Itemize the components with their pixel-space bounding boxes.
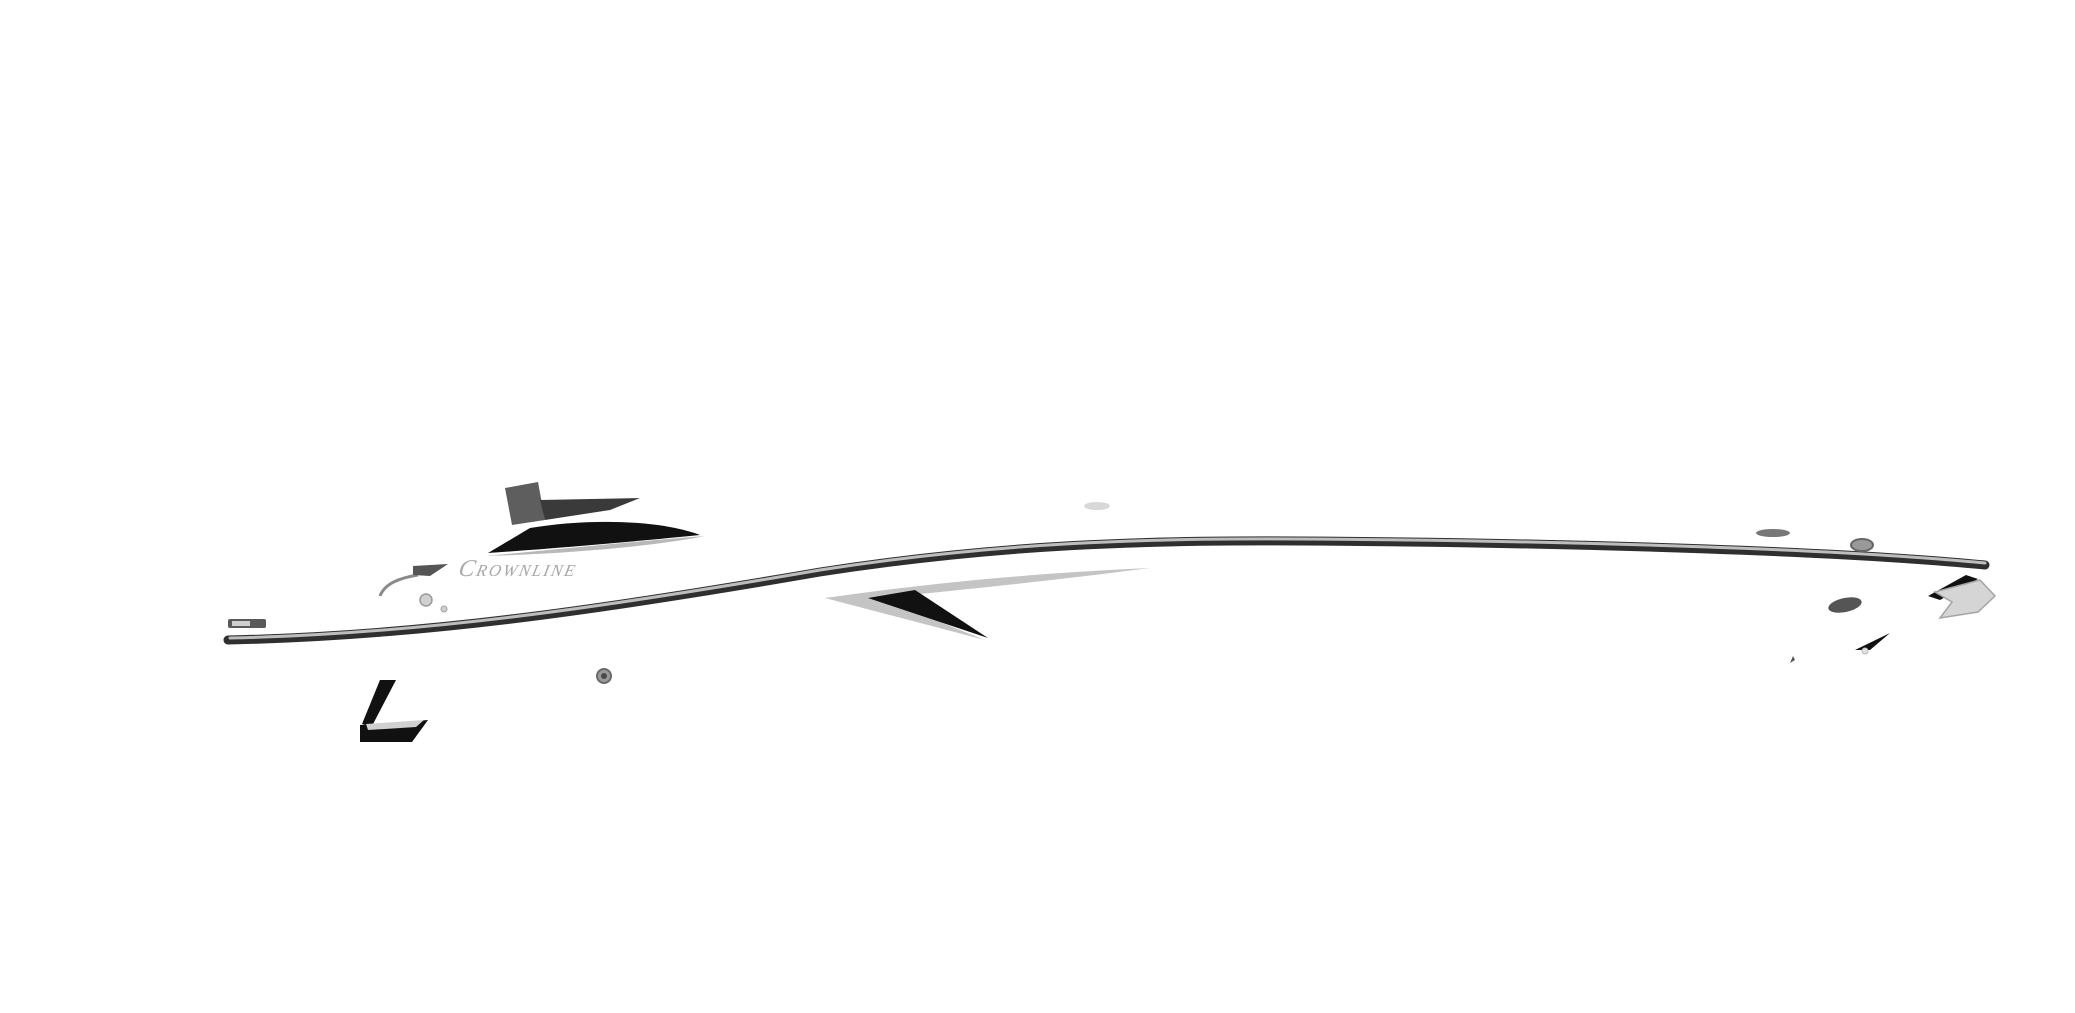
bow-lifting-bracket — [360, 680, 428, 742]
stern-cleat-right — [1850, 538, 1874, 552]
bow-cleat — [228, 619, 266, 628]
stern-drain-plug — [1861, 647, 1869, 655]
windshield-graphic — [486, 482, 705, 556]
hull-swoosh-graphic — [825, 568, 1150, 640]
stern-small-mark — [1790, 656, 1795, 663]
windshield-black-stripe — [488, 521, 700, 553]
bow-rail-curve — [378, 573, 419, 597]
brand-logo: Crownline — [456, 555, 580, 582]
windshield-frame — [505, 482, 545, 525]
stern-cleat-left — [1756, 529, 1790, 537]
rub-rail-shadow — [223, 536, 1990, 645]
bow-fittings — [378, 564, 448, 613]
bracket-upright — [362, 680, 396, 726]
stern-vent — [1828, 597, 1862, 613]
rub-rail — [223, 536, 1990, 645]
deck-cup-holder — [1084, 502, 1110, 510]
bow-light-drop — [419, 593, 433, 607]
bow-small-fitting — [440, 605, 448, 613]
rub-rail-highlight — [228, 537, 1987, 640]
nav-light — [413, 564, 448, 576]
windshield-grey-stripe — [486, 536, 705, 556]
stern-graphics — [1790, 575, 1997, 663]
through-hull-center — [601, 673, 607, 679]
stern-ladder — [1933, 579, 1997, 620]
swoosh-grey-stripe — [825, 568, 1150, 640]
windshield-rail — [540, 498, 640, 520]
swoosh-black-stripe — [868, 590, 988, 638]
bracket-highlight — [366, 720, 424, 730]
stern-lower-black — [1855, 633, 1890, 650]
